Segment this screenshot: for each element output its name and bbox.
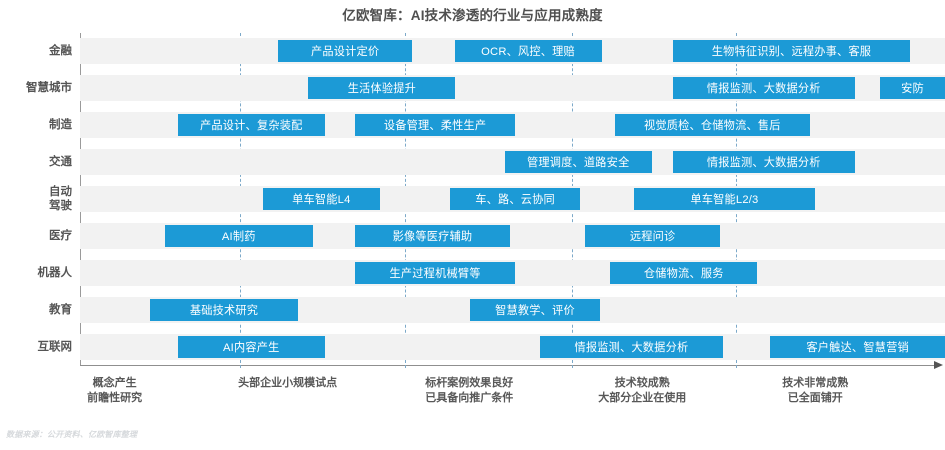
bar-segment[interactable]: 影像等医疗辅助: [355, 224, 510, 247]
bar-segment[interactable]: 单车智能L4: [262, 188, 381, 210]
stage-label-2: 头部企业小规模试点: [238, 377, 338, 389]
row-label-5: 自动 驾驶: [49, 186, 72, 212]
bar-segment[interactable]: 安防: [880, 77, 945, 100]
row-label-4: 交通: [49, 156, 72, 169]
bar-segment[interactable]: 情报监测、大数据分析: [672, 77, 856, 100]
source-note: 数据来源：公开资料、亿欧智库整理: [6, 430, 138, 439]
bar-segment[interactable]: 仓储物流、服务: [610, 261, 758, 284]
bar-segment[interactable]: 视觉质检、仓储物流、售后: [614, 114, 811, 137]
x-axis-arrow-icon: [934, 361, 943, 369]
row-label-3: 制造: [49, 119, 72, 132]
bar-segment[interactable]: 基础技术研究: [150, 298, 298, 321]
bar-segment[interactable]: OCR、风控、理赔: [454, 40, 602, 63]
bar-segment[interactable]: AI制药: [164, 224, 313, 247]
bar-segment[interactable]: 管理调度、道路安全: [504, 151, 652, 174]
bar-segment[interactable]: 设备管理、柔性生产: [355, 114, 516, 137]
row-label-1: 金融: [49, 45, 72, 58]
bar-segment[interactable]: 生产过程机械臂等: [355, 261, 516, 284]
chart-title: 亿欧智库：AI技术渗透的行业与应用成熟度: [342, 8, 603, 23]
bar-segment[interactable]: 单车智能L2/3: [633, 188, 816, 210]
bar-segment[interactable]: 车、路、云协同: [450, 188, 580, 210]
row-label-8: 教育: [49, 303, 72, 316]
bar-segment[interactable]: 产品设计定价: [278, 40, 413, 63]
stage-label-4: 技术较成熟 大部分企业在使用: [598, 377, 687, 404]
stage-label-5: 技术非常成熟 已全面铺开: [782, 377, 849, 404]
row-label-6: 医疗: [49, 229, 72, 242]
row-label-9: 互联网: [37, 340, 73, 353]
x-axis-line: [80, 365, 936, 366]
bar-segment[interactable]: 情报监测、大数据分析: [672, 151, 856, 174]
bar-segment[interactable]: 远程问诊: [585, 224, 721, 247]
bar-segment[interactable]: 产品设计、复杂装配: [177, 114, 325, 137]
stage-label-1: 概念产生 前瞻性研究: [87, 377, 143, 404]
bar-segment[interactable]: AI内容产生: [177, 335, 325, 358]
stage-label-3: 标杆案例效果良好 已具备向推广条件: [425, 377, 514, 404]
bar-segment[interactable]: 情报监测、大数据分析: [540, 335, 723, 358]
bar-segment[interactable]: 生活体验提升: [308, 77, 456, 100]
bar-segment[interactable]: 客户触达、智慧营销: [770, 335, 945, 358]
row-label-2: 智慧城市: [26, 82, 72, 95]
row-label-7: 机器人: [37, 266, 73, 279]
bar-segment[interactable]: 生物特征识别、远程办事、客服: [672, 40, 911, 63]
bar-segment[interactable]: 智慧教学、评价: [470, 298, 600, 321]
